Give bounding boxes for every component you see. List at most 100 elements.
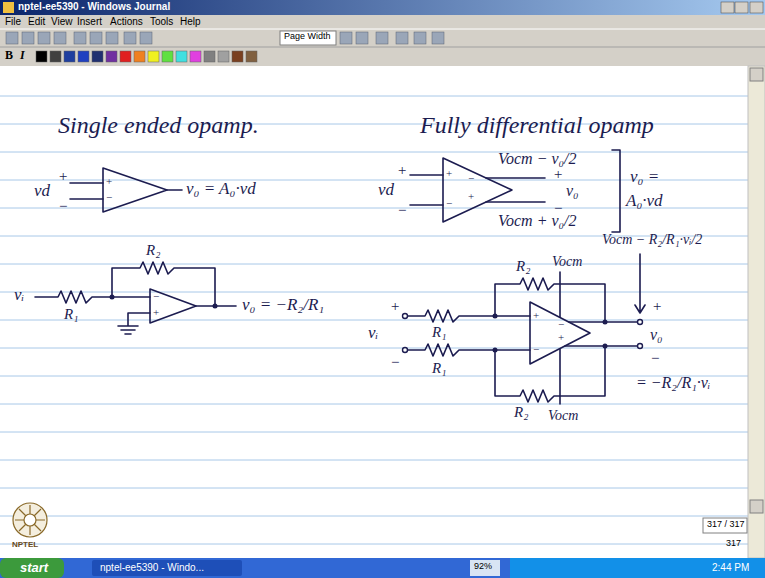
tray-label: 92% [474, 562, 492, 572]
input-wire [410, 175, 443, 205]
leader-arrow [635, 254, 645, 313]
title-bar [0, 0, 765, 15]
handwritten-text: Single ended opamp. [58, 112, 259, 138]
separator [0, 29, 765, 30]
format-button: B [5, 49, 13, 62]
toolbar-icons [6, 32, 444, 44]
opamp-sign: + [533, 309, 539, 321]
handwritten-text: − [390, 354, 400, 371]
bracket [612, 150, 620, 232]
handwritten-text: Fully differential opamp [420, 112, 654, 138]
color-swatches [36, 51, 257, 62]
task-button [92, 560, 242, 576]
opamp-sign: − [558, 318, 564, 330]
handwritten-text: vᵢ [368, 324, 378, 343]
menu-item: Actions [110, 16, 143, 27]
handwritten-text: vd [378, 181, 394, 200]
handwritten-text: − [58, 198, 68, 215]
nptel-logo [13, 503, 47, 537]
zoom-dropdown [280, 31, 336, 45]
task-label: 2:44 PM [712, 562, 749, 573]
opamp-sign: − [446, 197, 452, 209]
opamp-triangle [443, 158, 512, 222]
opamp-sign: − [533, 343, 539, 355]
resistor-symbol [405, 310, 530, 322]
handwritten-text: − [397, 202, 407, 219]
toolbar-area [0, 15, 765, 66]
opamp-sign: − [468, 172, 474, 184]
opamp-outline [440, 155, 515, 225]
opamp-sign: + [153, 306, 159, 318]
handwritten-text: R₂ [514, 404, 528, 421]
page-counter: 317 [726, 539, 741, 549]
scroll-button [750, 500, 763, 513]
handwritten-text: A₀·vd [626, 192, 663, 211]
opamp-triangle [530, 302, 590, 364]
opamp-sign: + [106, 175, 112, 187]
opamp-symbol: +− [100, 165, 170, 215]
ground-symbol [118, 313, 150, 334]
tray-zoom [470, 560, 500, 576]
resistor-symbol [495, 278, 605, 322]
opamp-sign: − [153, 290, 159, 302]
handwritten-text: Vocm − R₂/R₁·vᵢ/2 [602, 232, 702, 247]
handwritten-text: − [650, 350, 660, 367]
menu-item: File [5, 16, 21, 27]
opamp-symbol: −+ [148, 287, 198, 325]
window-title: nptel-ee5390 - Windows Journal [18, 1, 170, 12]
resistor-symbol [112, 262, 215, 306]
handwritten-text: R₂ [146, 242, 160, 259]
handwritten-text: Vocm [548, 408, 578, 423]
start-label: start [20, 561, 48, 575]
handwritten-text: v₀ [566, 182, 579, 200]
system-tray [510, 558, 765, 578]
handwritten-text: vd [34, 182, 50, 201]
app-icon [3, 2, 14, 13]
handwritten-text: + [553, 166, 563, 183]
scrollbar [748, 66, 765, 558]
handwritten-text: R₁ [64, 306, 78, 323]
opamp-sign: + [468, 190, 474, 202]
menu-item: Page Width [284, 32, 331, 42]
menu-item: Insert [77, 16, 102, 27]
scroll-button [750, 68, 763, 81]
handwritten-text: Vocm − v₀/2 [498, 150, 577, 168]
handwritten-text: v₀ [650, 326, 663, 344]
page [0, 66, 748, 558]
opamp-sign: + [558, 331, 564, 343]
opamp-symbol: +−−+ [528, 300, 592, 366]
handwritten-text: + [652, 298, 662, 315]
ruled-lines [0, 96, 748, 544]
handwritten-text: + [390, 298, 400, 315]
handwritten-text: Vocm [552, 254, 582, 269]
menu-item: Help [180, 16, 201, 27]
handwritten-text: v₀ = A₀·vd [186, 180, 256, 199]
handwritten-text: R₂ [516, 258, 530, 275]
format-button: I [20, 49, 25, 62]
separator [0, 47, 765, 48]
handwritten-text: vᵢ [14, 286, 24, 305]
page-counter: 317 / 317 [707, 520, 745, 530]
handwritten-text: v₀ = [630, 168, 659, 187]
handwritten-text: R₁ [432, 324, 446, 341]
start-button [0, 558, 64, 578]
opamp-triangle [150, 289, 196, 323]
logo-text: NPTEL [12, 541, 38, 550]
opamp-sign: − [106, 191, 112, 203]
terminals [403, 314, 643, 353]
opamp-sign: + [446, 167, 452, 179]
menu-item: Tools [150, 16, 173, 27]
resistor-symbol [35, 291, 150, 303]
opamp-symbol: + − − + [440, 155, 515, 225]
menu-item: Edit [28, 16, 45, 27]
opamp-outline [100, 165, 170, 215]
handwritten-text: R₁ [432, 360, 446, 377]
handwritten-text: + [397, 162, 407, 179]
handwritten-text: Vocm + v₀/2 [498, 212, 577, 230]
handwritten-text: = −R₂/R₁·vᵢ [636, 374, 710, 392]
page-counter-box [703, 518, 747, 533]
resistor-symbol [405, 344, 530, 356]
task-label: nptel-ee5390 - Windo... [100, 562, 204, 573]
taskbar [0, 558, 765, 578]
